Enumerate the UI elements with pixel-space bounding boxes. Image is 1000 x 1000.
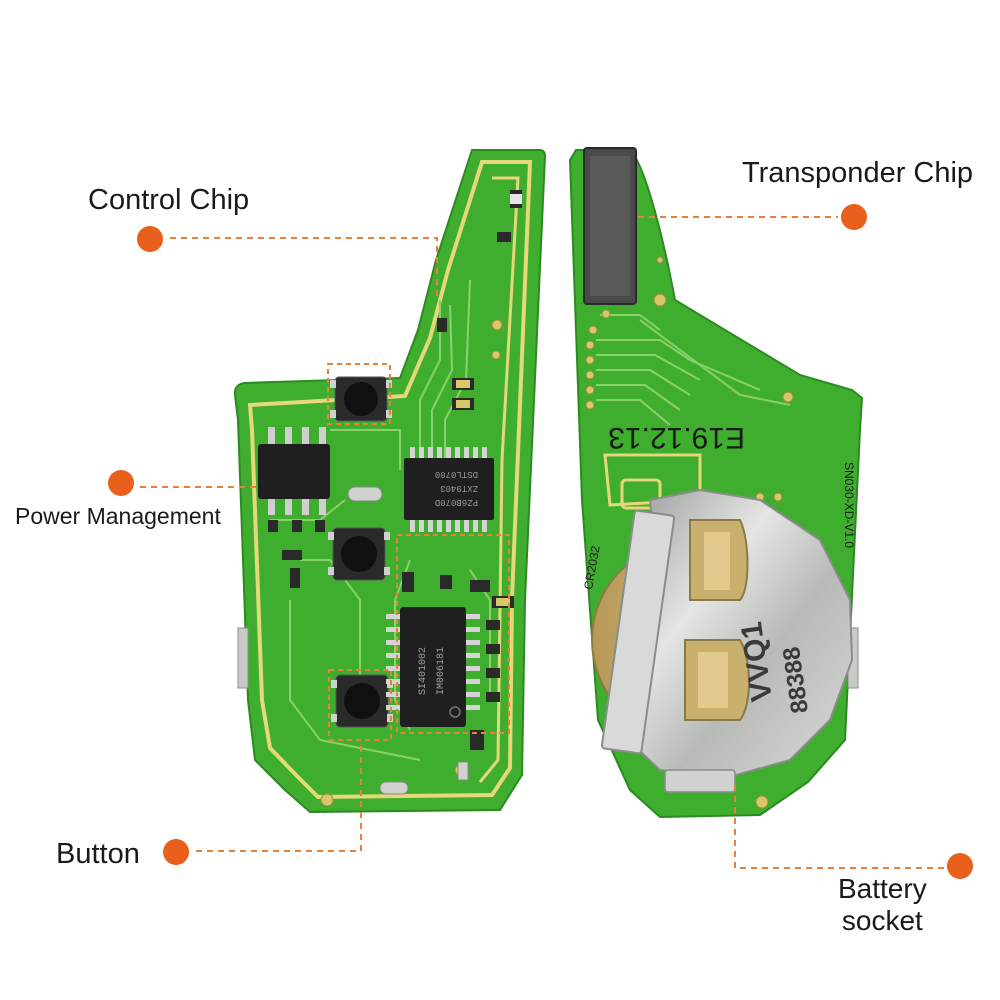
battery-socket-label-line1: Battery [838, 873, 927, 904]
control-chip-upper: PZ6B070D ZXT9403 DSTL0700 [404, 447, 494, 532]
button-marker-dot [163, 839, 189, 865]
chip-a-line2: ZXT9403 [440, 483, 478, 493]
power-management-chip [258, 427, 330, 532]
power-management-marker-dot [108, 470, 134, 496]
right-board-holes [585, 256, 794, 809]
transponder-chip-marker-dot [841, 204, 867, 230]
battery-socket-label-line2: socket [841, 905, 923, 936]
control-chip-label: Control Chip [88, 184, 250, 216]
board-date-code: E19.12.13 [608, 421, 745, 454]
left-board-smd-components [282, 190, 522, 795]
callout-button [163, 740, 362, 865]
transponder-chip [583, 147, 637, 305]
control-chip-lower: SI401002 IM006181 [386, 607, 500, 727]
control-chip-leader-line [170, 237, 438, 300]
battery-socket: VVQ1 88388 [591, 488, 854, 793]
button-label: Button [56, 838, 140, 870]
chip-a-line1: PZ6B070D [435, 497, 478, 507]
callout-battery-socket [734, 785, 973, 879]
callout-transponder-chip [638, 204, 867, 230]
callout-power-management [108, 470, 256, 496]
tactile-button-top [330, 376, 392, 422]
tactile-button-bottom [331, 674, 393, 728]
transponder-chip-label: Transponder Chip [742, 157, 974, 189]
left-pcb-board: PZ6B070D ZXT9403 DSTL0700 SI401002 IM006… [233, 149, 547, 814]
battery-socket-label: Battery socket [838, 873, 927, 937]
control-chip-highlight-box [327, 363, 391, 425]
chip-b-line1: SI401002 [418, 647, 429, 695]
callout-control-chip [137, 226, 438, 300]
battery-socket-marker-dot [947, 853, 973, 879]
chip-b-line2: IM006181 [436, 647, 447, 695]
board-model-code: SN030-XD-V1.0 [842, 462, 856, 548]
tactile-button-middle [328, 527, 390, 581]
control-chip-marker-dot [137, 226, 163, 252]
chip-a-line3: DSTL0700 [435, 469, 478, 479]
button-leader-line [196, 740, 362, 852]
chip-highlight-box [396, 534, 510, 734]
right-board-traces [596, 314, 791, 426]
right-pcb-board: E19.12.13 SN030-XD-V1.0 CR2032 VVQ1 8838… [568, 147, 864, 819]
battery-socket-leader-line [734, 785, 945, 869]
power-management-label: Power Management [15, 503, 221, 529]
